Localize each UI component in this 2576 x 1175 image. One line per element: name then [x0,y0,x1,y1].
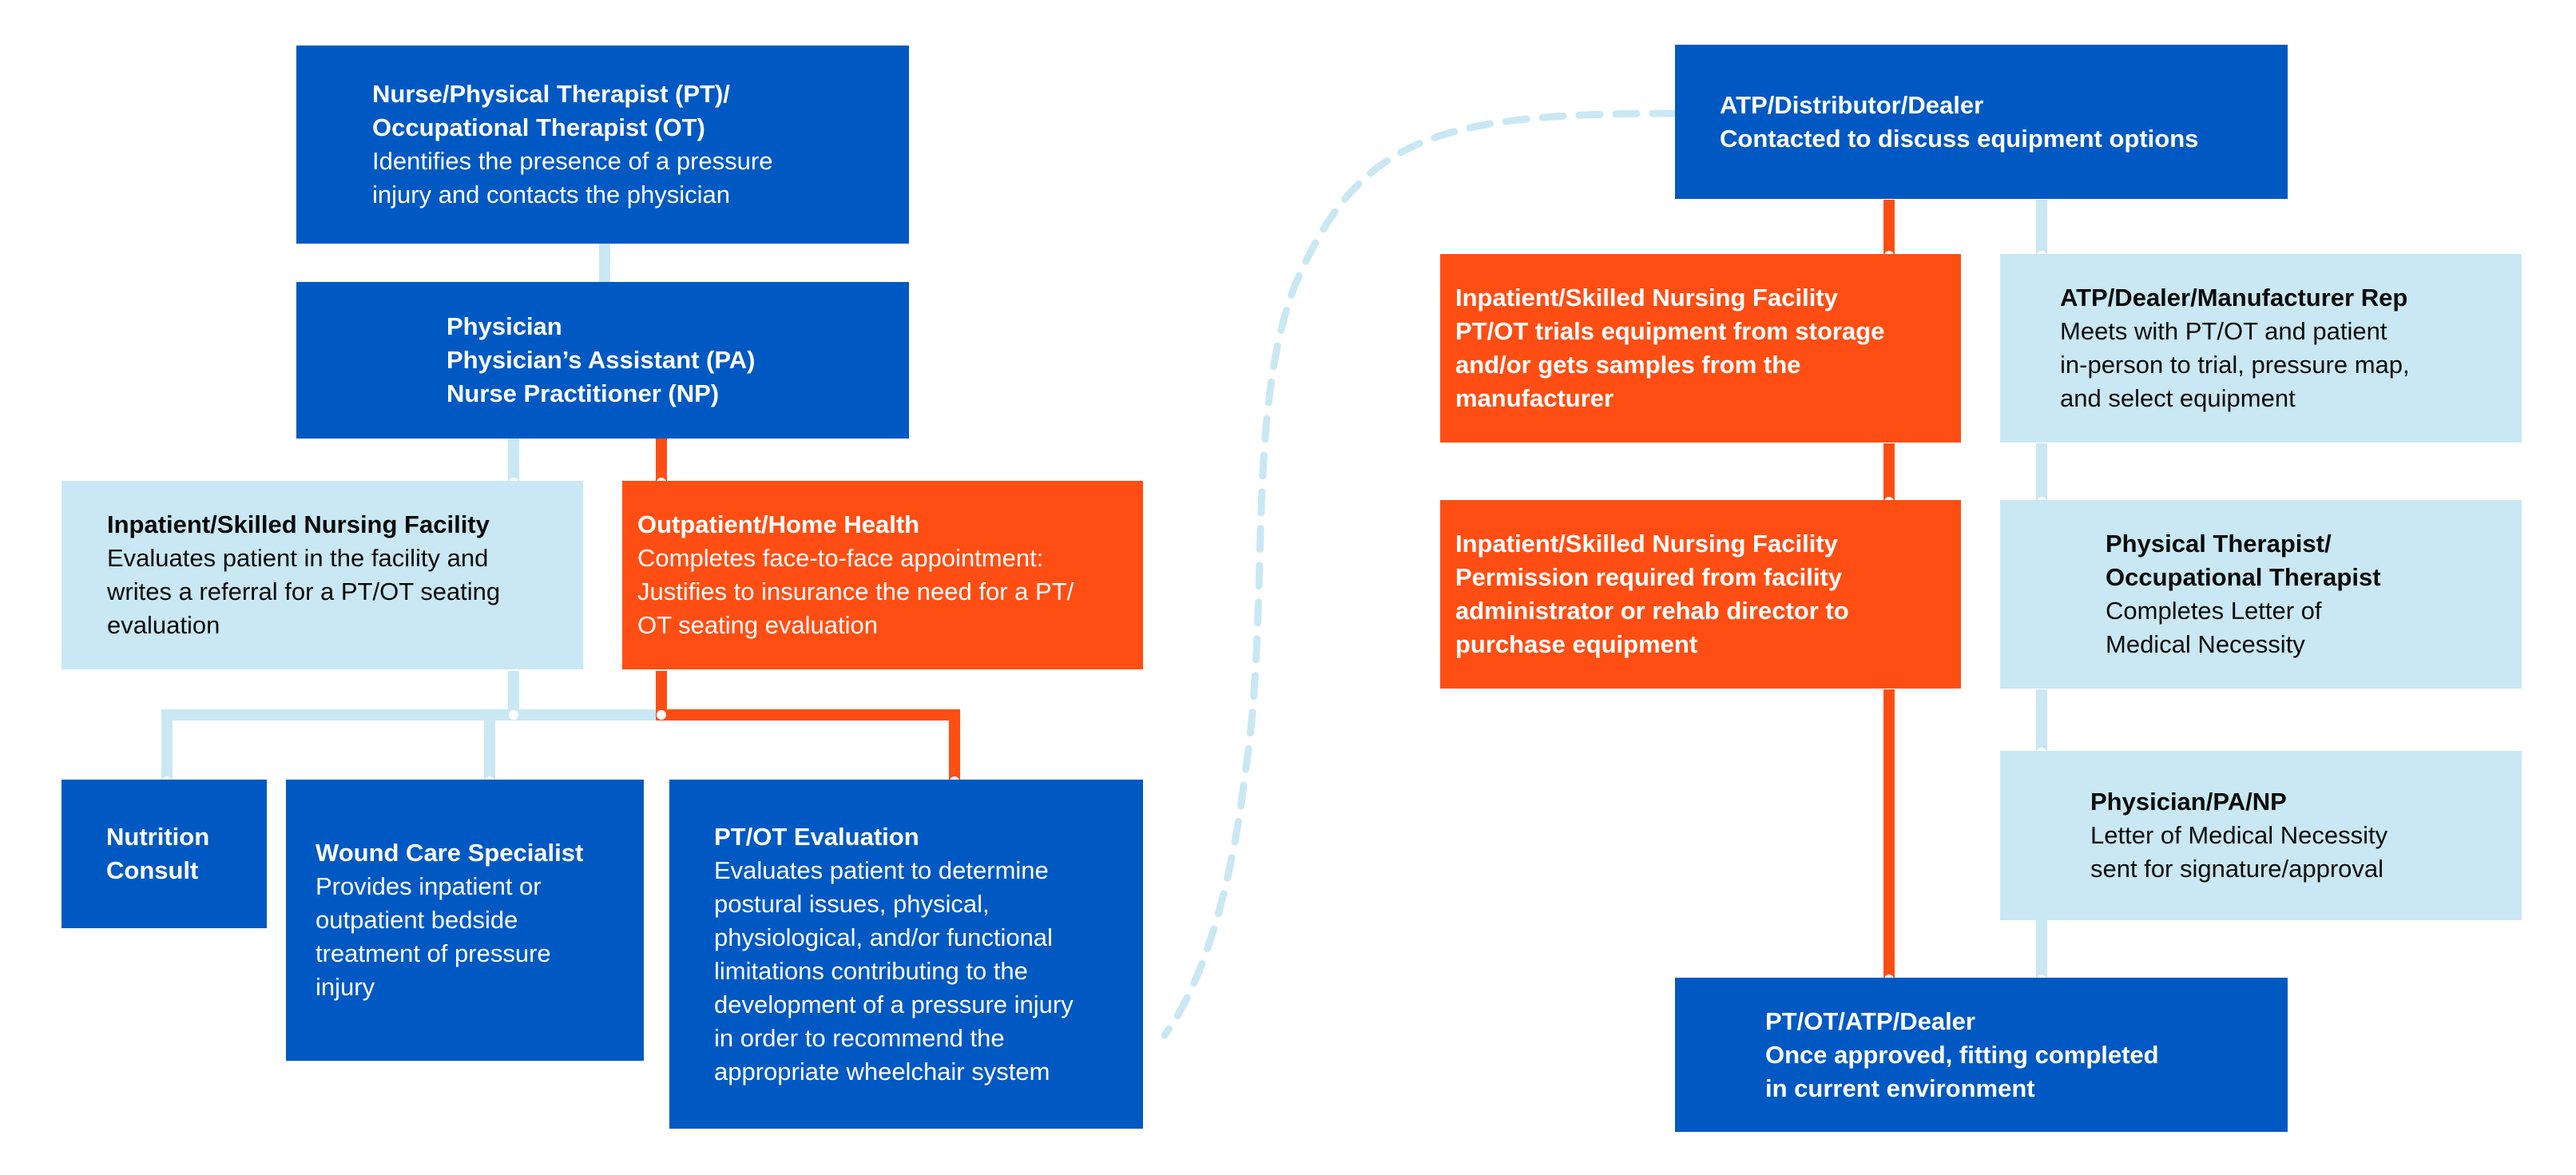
node-body-line: writes a referral for a PT/OT seating [107,578,501,605]
node-heading-line: ATP/Dealer/Manufacturer Rep [2060,284,2408,312]
node-heading-line: Physician [447,312,562,340]
node-body-line: evaluation [107,611,220,639]
node-heading-line: Physician’s Assistant (PA) [447,346,756,374]
node-body-line: in-person to trial, pressure map, [2060,351,2410,379]
node-body-line: and select equipment [2060,384,2296,412]
node-heading-line: Once approved, fitting completed [1765,1040,2159,1069]
node-heading-line: PT/OT trials equipment from storage [1455,317,1885,345]
node-body-line: Completes face-to-face appointment: [637,544,1044,572]
node-nurse: Nurse/Physical Therapist (PT)/ Occupation… [296,46,909,244]
node-body-line: in order to recommend the [714,1023,1005,1052]
node-heading-line: ATP/Distributor/Dealer [1720,90,1984,119]
node-body-line: postural issues, physical, [714,889,990,918]
node-physician-letter: Physician/PA/NP Letter of Medical Necessi… [2000,751,2522,920]
node-heading-line: Contacted to discuss equipment options [1720,124,2199,153]
node-pt-letter-text: Physical Therapist/Occupational Therapis… [2106,527,2381,661]
node-heading-line: PT/OT Evaluation [714,822,919,851]
node-heading-line: Nurse Practitioner (NP) [447,379,720,407]
node-heading-line: Occupational Therapist (OT) [372,113,705,141]
node-body-line: Justifies to insurance the need for a PT… [637,578,1074,605]
dashed-curve-connector [1161,109,1677,1039]
node-body-line: Completes Letter of [2106,597,2322,625]
node-heading-line: administrator or rehab director to [1455,597,1849,625]
node-heading-line: Inpatient/Skilled Nursing Facility [1455,284,1838,312]
node-heading-line: Permission required from facility [1455,563,1843,591]
node-heading-line: Consult [106,856,199,884]
node-body-line: Provides inpatient or [316,872,542,900]
node-nurse-text: Nurse/Physical Therapist (PT)/ Occupation… [372,77,772,212]
node-heading-line: Inpatient/Skilled Nursing Facility [1455,530,1838,558]
light-connectors [161,200,2047,979]
node-body-line: Identifies the presence of a pressure [372,147,773,175]
node-heading-line: Nutrition [106,823,210,851]
node-body-line: appropriate wheelchair system [714,1057,1050,1086]
node-body-line: physiological, and/or functional [714,923,1053,951]
junction-dot [509,710,518,720]
node-body-line: Meets with PT/OT and patient [2060,317,2387,345]
node-body-line: Letter of Medical Necessity [2090,821,2388,849]
connector-branch-nutrition [161,709,661,781]
node-body-line: treatment of pressure [316,939,551,967]
node-body-line: sent for signature/approval [2090,855,2384,883]
node-pt-letter: Physical Therapist/Occupational Therapis… [2000,500,2522,689]
node-heading-line: manufacturer [1455,384,1614,412]
node-body-line: development of a pressure injury [714,990,1074,1018]
node-heading-line: purchase equipment [1455,630,1698,658]
node-heading-line: Physician/PA/NP [2090,788,2287,816]
node-heading-line: and/or gets samples from the [1455,351,1801,379]
node-heading-line: Nurse/Physical Therapist (PT)/ [372,80,730,108]
junction-dot [657,710,666,720]
node-body-line: injury [316,973,375,1001]
node-heading-line: Outpatient/Home Health [637,510,920,538]
node-body-line: OT seating evaluation [637,611,879,639]
node-heading-line: Inpatient/Skilled Nursing Facility [107,510,490,538]
node-physician-letter-text: Physician/PA/NP Letter of Medical Necessi… [2090,785,2387,886]
orange-connectors [656,200,1895,979]
connector-outpatient-ptot [656,671,960,781]
node-body-line: injury and contacts the physician [372,181,731,208]
node-heading-line: in current environment [1765,1074,2035,1102]
node-heading-line: Wound Care Specialist [316,839,584,867]
node-body-line: Medical Necessity [2106,630,2305,658]
node-body-line: Evaluates patient to determine [714,855,1049,884]
node-heading-line: PT/OT/ATP/Dealer [1765,1006,1975,1035]
node-heading-line: Physical Therapist/ [2106,530,2332,558]
node-body-line: Evaluates patient in the facility and [107,544,489,572]
node-heading-line: Occupational Therapist [2106,563,2381,591]
node-body-line: outpatient bedside [316,906,518,934]
node-body-line: limitations contributing to the [714,956,1028,985]
